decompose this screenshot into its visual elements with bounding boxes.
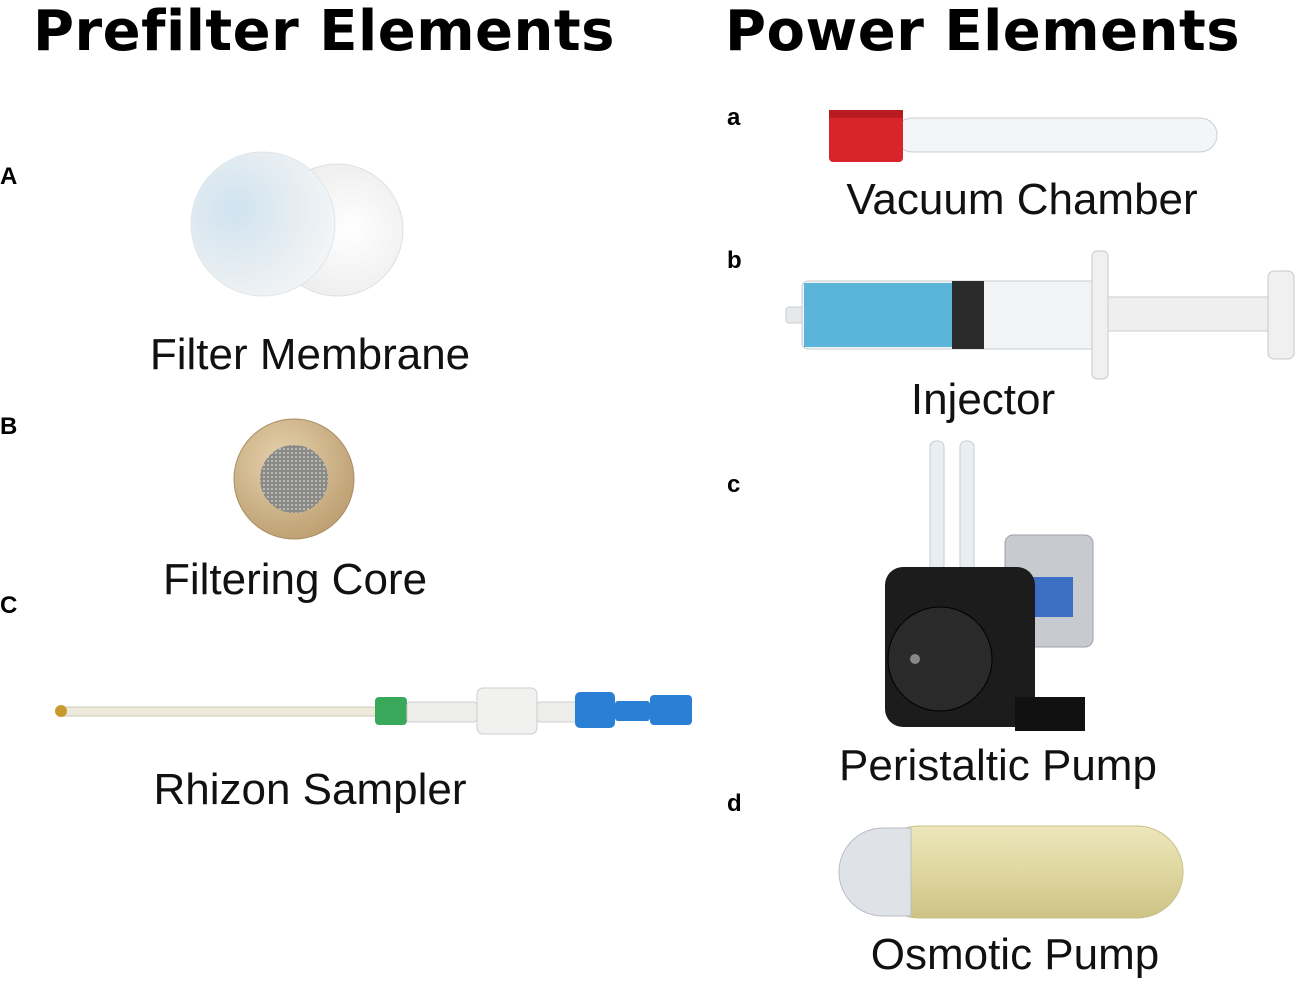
rhizon-sampler-icon xyxy=(55,687,692,735)
panel-letter-c: c xyxy=(727,471,741,498)
syringe-icon xyxy=(785,250,1295,380)
panel-letter-B: B xyxy=(0,413,18,440)
osmotic-pump-icon xyxy=(838,825,1184,919)
caption-rhizon-sampler: Rhizon Sampler xyxy=(153,765,467,814)
caption-filtering-core: Filtering Core xyxy=(162,555,428,604)
caption-injector: Injector xyxy=(910,375,1056,424)
panel-letter-A: A xyxy=(0,163,18,190)
panel-letter-C: C xyxy=(0,592,18,619)
caption-filter-membrane: Filter Membrane xyxy=(149,330,471,379)
caption-osmotic-pump: Osmotic Pump xyxy=(870,930,1160,979)
filtering-core-icon xyxy=(233,418,355,540)
panel-letter-a: a xyxy=(727,104,741,131)
prefilter-heading: Prefilter Elements xyxy=(33,0,615,64)
peristaltic-pump-icon xyxy=(885,440,1094,731)
caption-vacuum-chamber: Vacuum Chamber xyxy=(846,175,1198,224)
panel-letter-b: b xyxy=(727,247,742,274)
filter-membrane-icon xyxy=(190,151,404,297)
panel-letter-d: d xyxy=(727,790,742,817)
caption-peristaltic-pump: Peristaltic Pump xyxy=(839,741,1157,790)
power-heading: Power Elements xyxy=(725,0,1241,64)
vacuum-tube-icon xyxy=(829,110,1218,162)
